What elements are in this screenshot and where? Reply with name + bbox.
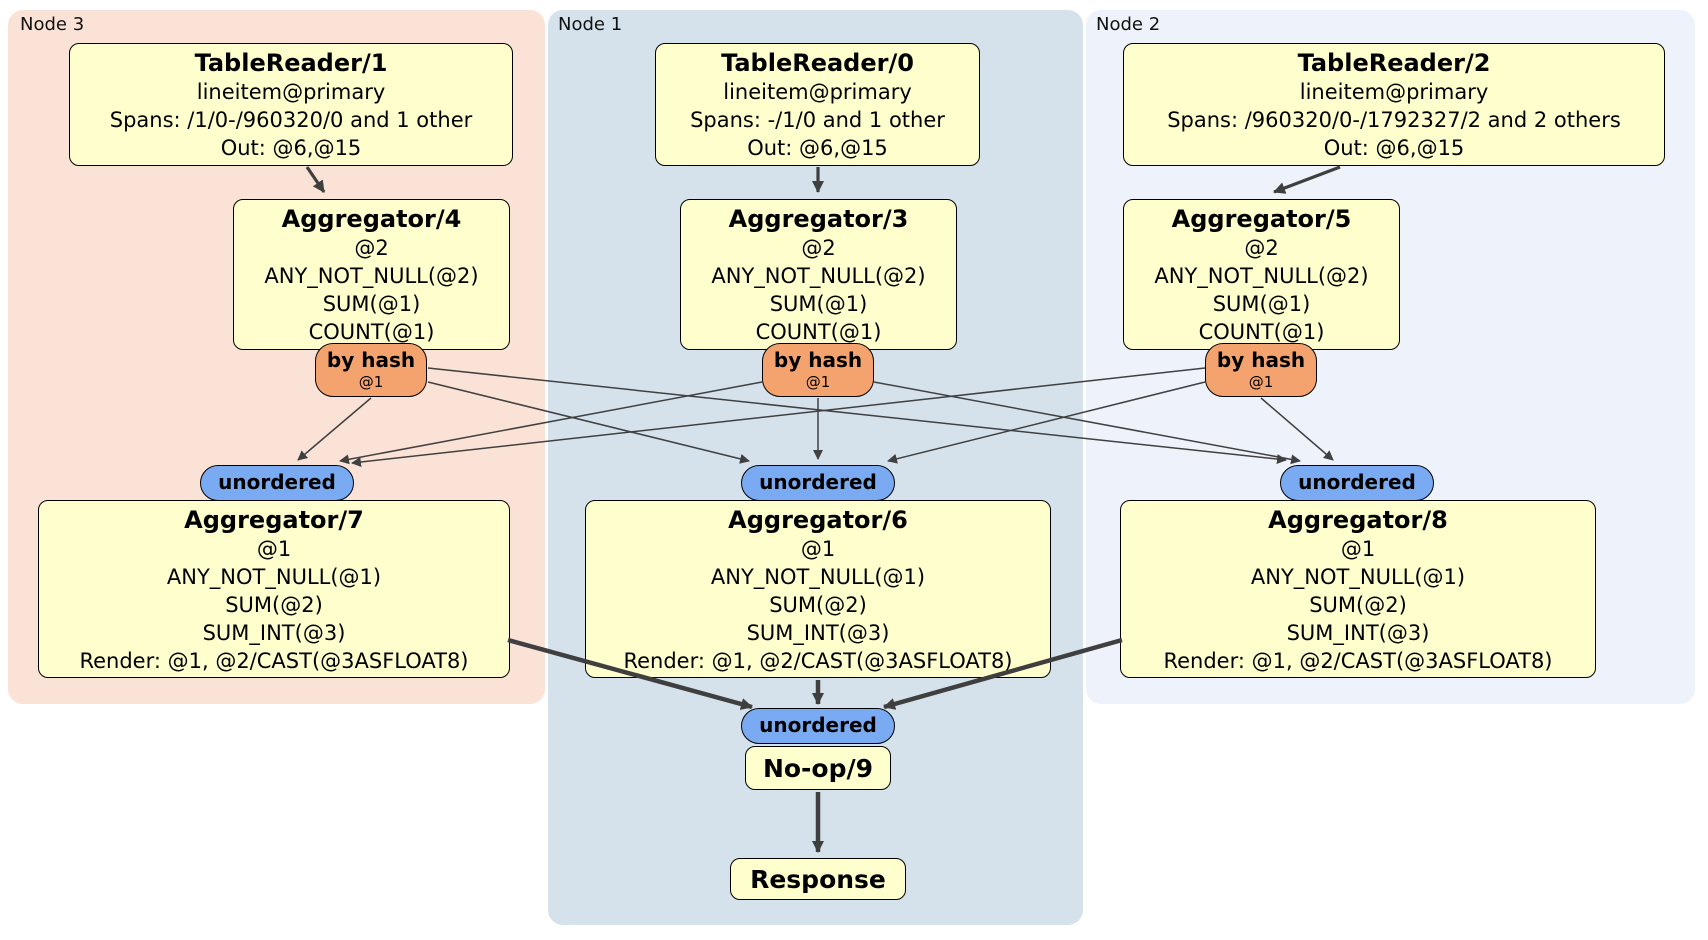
box-title: Aggregator/5 — [1171, 205, 1352, 233]
box-line: lineitem@primary — [723, 80, 912, 104]
sync-pill-node3: unordered — [200, 465, 354, 501]
box-title: Aggregator/4 — [281, 205, 462, 233]
box-line: @1 — [256, 537, 292, 561]
box-line: Render: @1, @2/CAST(@3ASFLOAT8) — [623, 649, 1013, 673]
box-line: Render: @1, @2/CAST(@3ASFLOAT8) — [1163, 649, 1553, 673]
aggregator8-box: Aggregator/8 @1 ANY_NOT_NULL(@1) SUM(@2)… — [1120, 500, 1596, 678]
router-detail: @1 — [805, 373, 831, 391]
box-line: SUM(@2) — [1309, 593, 1407, 617]
box-line: COUNT(@1) — [755, 320, 882, 344]
box-line: @2 — [1244, 236, 1279, 260]
box-line: @2 — [354, 236, 389, 260]
router-label: by hash — [326, 348, 416, 372]
node3-label: Node 3 — [20, 14, 85, 35]
box-title: Aggregator/7 — [184, 506, 364, 534]
node2-label: Node 2 — [1096, 14, 1161, 35]
router-label: by hash — [1216, 348, 1306, 372]
box-line: ANY_NOT_NULL(@1) — [166, 565, 382, 589]
box-line: Spans: -/1/0 and 1 other — [690, 108, 945, 132]
box-line: Out: @6,@15 — [747, 136, 888, 160]
router-label: by hash — [773, 348, 863, 372]
response-box: Response — [730, 858, 906, 900]
box-title: Aggregator/8 — [1268, 506, 1448, 534]
box-line: ANY_NOT_NULL(@1) — [1250, 565, 1466, 589]
box-line: @1 — [800, 537, 836, 561]
tablereader1-box: TableReader/1 lineitem@primary Spans: /1… — [69, 43, 513, 166]
router-detail: @1 — [1248, 373, 1274, 391]
box-line: ANY_NOT_NULL(@2) — [711, 264, 926, 288]
box-title: TableReader/1 — [194, 49, 388, 77]
box-line: Spans: /960320/0-/1792327/2 and 2 others — [1167, 108, 1621, 132]
box-line: SUM_INT(@3) — [746, 621, 890, 645]
hash-router-pill-node2: by hash @1 — [1205, 343, 1317, 397]
node1-label: Node 1 — [558, 14, 623, 35]
box-title: Aggregator/6 — [728, 506, 908, 534]
aggregator4-box: Aggregator/4 @2 ANY_NOT_NULL(@2) SUM(@1)… — [233, 199, 510, 350]
noop-box: No-op/9 — [745, 746, 891, 790]
box-title: TableReader/0 — [721, 49, 914, 77]
box-title: Aggregator/3 — [728, 205, 909, 233]
box-line: SUM(@1) — [322, 292, 421, 316]
box-line: Out: @6,@15 — [220, 136, 362, 160]
box-title: TableReader/2 — [1297, 49, 1491, 77]
box-line: ANY_NOT_NULL(@1) — [710, 565, 926, 589]
box-line: lineitem@primary — [1299, 80, 1489, 104]
box-line: @2 — [801, 236, 836, 260]
box-line: SUM(@1) — [1212, 292, 1311, 316]
router-detail: @1 — [358, 373, 384, 391]
tablereader2-box: TableReader/2 lineitem@primary Spans: /9… — [1123, 43, 1665, 166]
box-line: SUM(@2) — [225, 593, 323, 617]
box-line: Render: @1, @2/CAST(@3ASFLOAT8) — [79, 649, 469, 673]
aggregator7-box: Aggregator/7 @1 ANY_NOT_NULL(@1) SUM(@2)… — [38, 500, 510, 678]
sync-pill-final: unordered — [741, 708, 895, 744]
box-line: Out: @6,@15 — [1323, 136, 1465, 160]
box-line: SUM(@1) — [769, 292, 868, 316]
tablereader0-box: TableReader/0 lineitem@primary Spans: -/… — [655, 43, 980, 166]
box-line: ANY_NOT_NULL(@2) — [264, 264, 479, 288]
box-line: COUNT(@1) — [1198, 320, 1325, 344]
aggregator6-box: Aggregator/6 @1 ANY_NOT_NULL(@1) SUM(@2)… — [585, 500, 1051, 678]
box-line: ANY_NOT_NULL(@2) — [1154, 264, 1369, 288]
box-line: lineitem@primary — [196, 80, 386, 104]
box-line: SUM(@2) — [769, 593, 867, 617]
box-line: COUNT(@1) — [308, 320, 435, 344]
box-line: @1 — [1340, 537, 1376, 561]
hash-router-pill-node3: by hash @1 — [315, 343, 427, 397]
sync-pill-node1: unordered — [741, 465, 895, 501]
sync-pill-node2: unordered — [1280, 465, 1434, 501]
aggregator3-box: Aggregator/3 @2 ANY_NOT_NULL(@2) SUM(@1)… — [680, 199, 957, 350]
aggregator5-box: Aggregator/5 @2 ANY_NOT_NULL(@2) SUM(@1)… — [1123, 199, 1400, 350]
box-line: SUM_INT(@3) — [202, 621, 346, 645]
hash-router-pill-node1: by hash @1 — [762, 343, 874, 397]
box-line: Spans: /1/0-/960320/0 and 1 other — [109, 108, 473, 132]
box-line: SUM_INT(@3) — [1286, 621, 1430, 645]
